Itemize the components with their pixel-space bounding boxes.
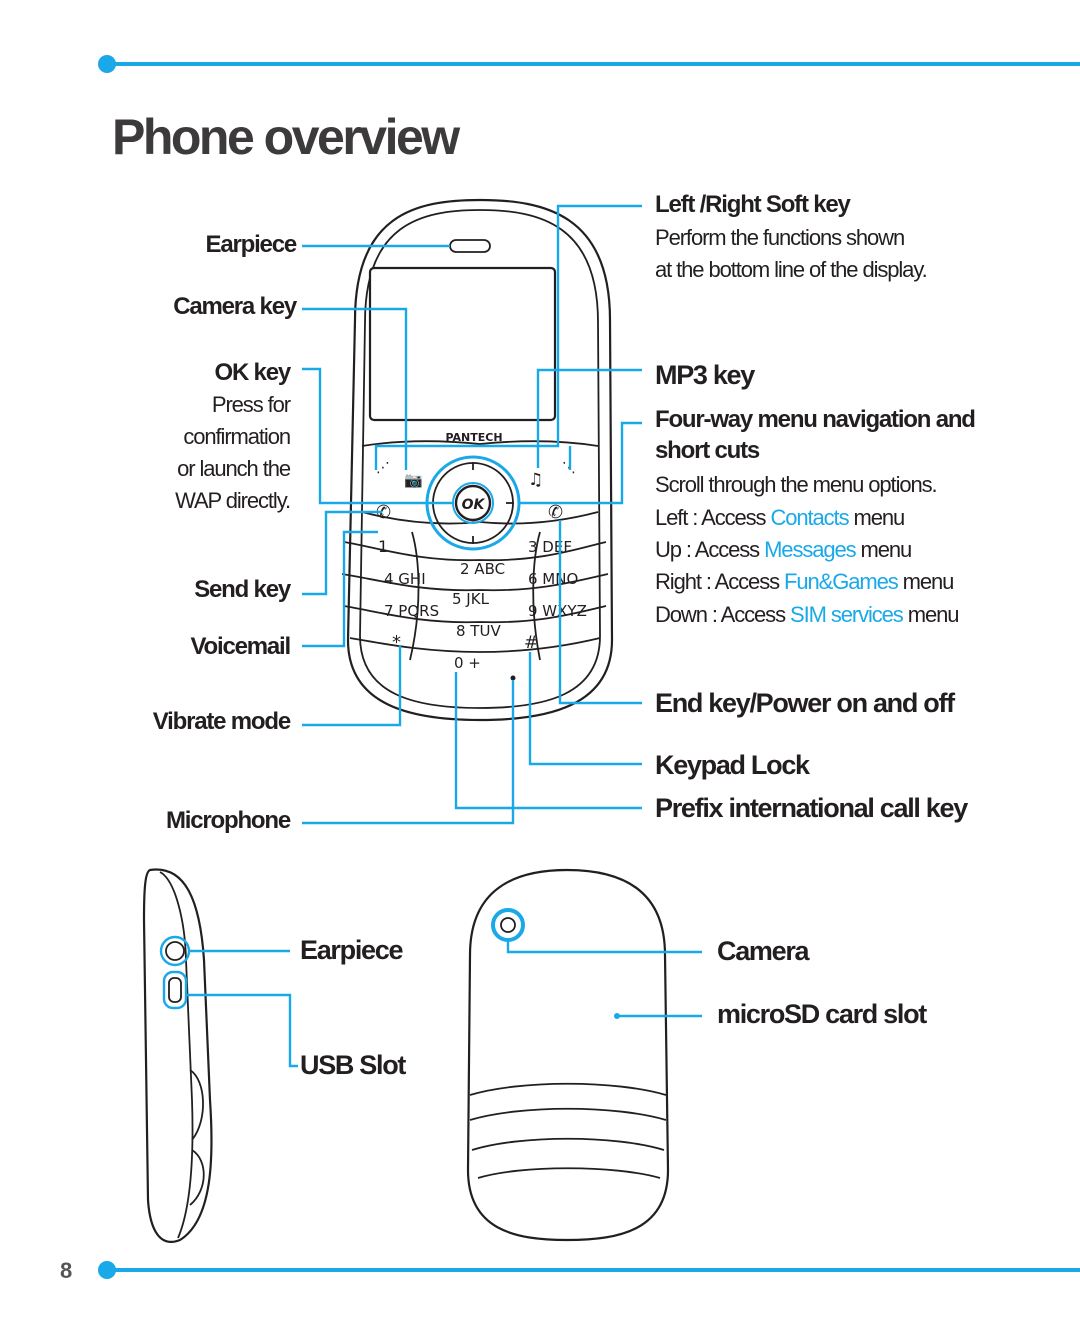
end-key-glyph: ✆ [548, 502, 563, 523]
label-microsd: microSD card slot [717, 999, 927, 1029]
nav-item-left-prefix: Left : Access [655, 505, 771, 530]
soft-key-desc-2: at the bottom line of the display. [655, 257, 928, 282]
label-keypad-lock: Keypad Lock [655, 750, 810, 780]
label-nav-key-2: short cuts [655, 437, 760, 464]
label-soft-key: Left /Right Soft key [655, 191, 851, 218]
key-3: 3 DEF [528, 538, 572, 556]
camera-key-glyph: 📷 [404, 471, 423, 489]
ok-key-desc-1: Press for [211, 392, 291, 417]
nav-item-down: Down : Access SIM services menu [655, 599, 960, 631]
page-title: Phone overview [112, 109, 460, 165]
link-messages: Messages [764, 537, 857, 562]
display-screen [368, 266, 557, 422]
label-end-key: End key/Power on and off [655, 688, 955, 718]
key-1: 1 [378, 537, 388, 556]
page-number: 8 [60, 1258, 73, 1283]
key-9: 9 WXYZ [528, 602, 587, 620]
key-0: 0 + [454, 654, 481, 672]
label-send-key: Send key [194, 576, 291, 603]
label-earpiece-side: Earpiece [300, 935, 403, 965]
link-fun-games: Fun&Games [784, 569, 899, 594]
ok-key-desc-3: or launch the [177, 456, 291, 481]
label-prefix-key: Prefix international call key [655, 793, 968, 823]
ok-key-glyph: OK [462, 497, 486, 513]
key-8: 8 TUV [456, 622, 501, 640]
nav-item-right-suffix: menu [897, 569, 955, 594]
side-phone-illustration [142, 868, 298, 1243]
footer-rule [106, 1268, 1080, 1272]
nav-item-up: Up : Access Messages menu [655, 534, 913, 566]
nav-item-down-suffix: menu [902, 602, 960, 627]
brand-logo: PANTECH [445, 431, 502, 444]
label-camera: Camera [717, 936, 810, 966]
label-earpiece-front: Earpiece [205, 231, 298, 258]
header-rule [106, 62, 1080, 66]
nav-item-left-suffix: menu [848, 505, 905, 530]
key-7: 7 PQRS [384, 602, 439, 620]
mp3-key-glyph: ♫ [528, 470, 543, 490]
nav-item-up-suffix: menu [855, 537, 913, 562]
label-nav-key-1: Four-way menu navigation and [655, 406, 976, 433]
nav-desc: Scroll through the menu options. [655, 472, 938, 497]
key-5: 5 JKL [452, 590, 490, 608]
key-hash: # [524, 633, 538, 653]
key-6: 6 MNO [528, 570, 578, 588]
key-star: * [392, 632, 401, 653]
nav-item-down-prefix: Down : Access [655, 602, 790, 627]
front-phone-illustration: PANTECH ⋰ ⋱ 📷 ♫ OK ✆ ✆ 1 2 ABC 3 DEF 4 G… [341, 198, 614, 722]
label-ok-key: OK key [214, 359, 291, 386]
label-mp3-key: MP3 key [655, 360, 755, 390]
ok-key-desc-2: confirmation [183, 424, 291, 449]
nav-item-right: Right : Access Fun&Games menu [655, 566, 955, 598]
key-2: 2 ABC [460, 560, 505, 578]
label-microphone: Microphone [166, 807, 291, 834]
nav-item-right-prefix: Right : Access [655, 569, 785, 594]
label-vibrate-mode: Vibrate mode [152, 708, 291, 735]
nav-item-left: Left : Access Contacts menu [655, 502, 905, 534]
key-4: 4 GHI [384, 570, 426, 588]
microphone-hole [510, 675, 516, 681]
ok-key-desc-4: WAP directly. [175, 488, 291, 513]
front-callouts [302, 204, 642, 825]
link-contacts: Contacts [770, 505, 849, 530]
back-phone-illustration [466, 868, 702, 1242]
soft-key-desc-1: Perform the functions shown [655, 225, 905, 250]
label-camera-key: Camera key [173, 293, 297, 320]
send-key-glyph: ✆ [376, 502, 391, 523]
link-sim-services: SIM services [790, 602, 904, 627]
label-voicemail: Voicemail [190, 633, 292, 660]
nav-item-up-prefix: Up : Access [655, 537, 765, 562]
label-usb-slot: USB Slot [300, 1050, 406, 1080]
left-soft-key-glyph: ⋰ [376, 460, 390, 476]
